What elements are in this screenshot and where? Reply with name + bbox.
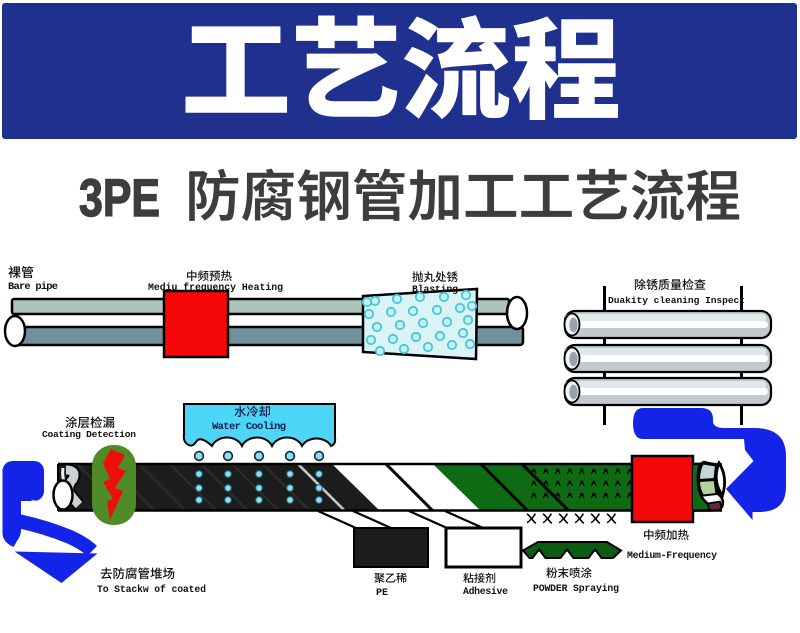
svg-text:POWDER Spraying: POWDER Spraying <box>533 583 619 594</box>
svg-text:Adhesive: Adhesive <box>463 586 508 597</box>
svg-text:Bare pipe: Bare pipe <box>8 281 58 293</box>
svg-text:PE: PE <box>376 588 388 599</box>
svg-text:To Stackw of coated: To Stackw of coated <box>97 584 206 595</box>
svg-text:Duakity cleaning Inspect: Duakity cleaning Inspect <box>608 295 745 306</box>
svg-text:Water Cooling: Water Cooling <box>212 421 286 433</box>
svg-text:Blasting: Blasting <box>412 284 458 295</box>
svg-text:Medium-Frequency: Medium-Frequency <box>627 550 717 561</box>
svg-text:Mediu frequency Heating: Mediu frequency Heating <box>148 282 283 293</box>
svg-text:3PE: 3PE <box>79 169 160 228</box>
svg-text:Coating Detection: Coating Detection <box>42 429 136 440</box>
